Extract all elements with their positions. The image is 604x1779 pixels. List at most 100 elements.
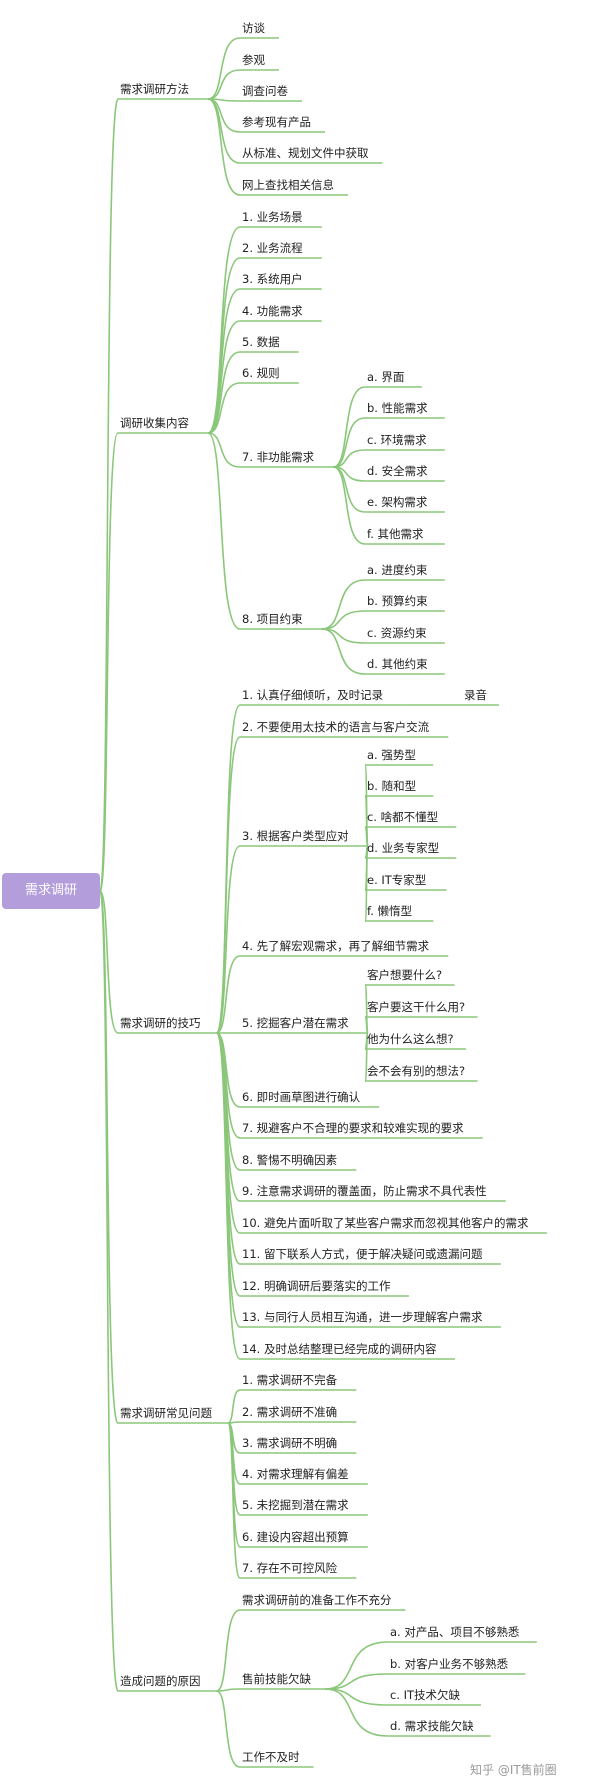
topic-node: 11. 留下联系人方式，便于解决疑问或遗漏问题 [242, 1247, 483, 1261]
topic-node: 5. 数据 [242, 335, 280, 349]
topic-node: 2. 需求调研不准确 [242, 1405, 338, 1419]
connector-line [216, 1609, 241, 1692]
topic-node: 2. 不要使用太技术的语言与客户交流 [242, 720, 430, 734]
connector-line [207, 382, 241, 434]
subtopic-node: b. 预算约束 [367, 594, 428, 608]
connector-line [333, 466, 366, 545]
branch-node: 需求调研方法 [120, 82, 189, 96]
topic-node: 8. 警惕不明确因素 [242, 1153, 338, 1167]
topic-node: 调查问卷 [242, 84, 288, 98]
connector-line [99, 432, 119, 892]
topic-node: 从标准、规划文件中获取 [242, 146, 369, 160]
topic-node: 2. 业务流程 [242, 241, 303, 255]
connector-line [333, 466, 366, 513]
subtopic-node: c. 啥都不懂型 [367, 810, 439, 824]
topic-node: 需求调研前的准备工作不充分 [242, 1593, 392, 1607]
connector-line [216, 1688, 241, 1692]
topic-node: 4. 功能需求 [242, 304, 303, 318]
subtopic-node: 会不会有别的想法? [367, 1064, 466, 1078]
connector-line [215, 845, 241, 1034]
topic-node: 10. 避免片面听取了某些客户需求而忽视其他客户的需求 [242, 1216, 529, 1230]
connector-line [333, 386, 366, 468]
topic-node: 9. 注意需求调研的覆盖面，防止需求不具代表性 [242, 1184, 487, 1198]
topic-node: 网上查找相关信息 [242, 178, 334, 192]
subtopic-node: c. IT技术欠缺 [390, 1688, 461, 1702]
connector-line [99, 890, 119, 1424]
topic-node: 参观 [242, 53, 265, 67]
subtopic-node: b. 随和型 [367, 779, 417, 793]
subtopic-node: e. 架构需求 [367, 495, 428, 509]
connector-line [216, 955, 241, 1034]
branch-node: 调研收集内容 [120, 416, 189, 430]
connector-line [207, 98, 241, 196]
subtopic-node: e. IT专家型 [367, 873, 427, 887]
connector-line [207, 69, 241, 100]
topic-node: 售前技能欠缺 [242, 1672, 311, 1686]
connector-line [207, 432, 241, 468]
topic-node: 工作不及时 [242, 1750, 300, 1764]
subtopic-node: d. 安全需求 [367, 464, 428, 478]
connector-line [207, 37, 241, 100]
subtopic-node: b. 对客户业务不够熟悉 [390, 1657, 509, 1671]
topic-node: 4. 先了解宏观需求，再了解细节需求 [242, 939, 430, 953]
topic-node: 6. 建设内容超出预算 [242, 1530, 349, 1544]
subtopic-node: b. 性能需求 [367, 401, 428, 415]
branch-node: 需求调研常见问题 [120, 1406, 212, 1420]
connector-line [207, 432, 241, 630]
connector-line [321, 579, 366, 630]
branch-node: 需求调研的技巧 [120, 1016, 201, 1030]
connector-line [321, 628, 366, 675]
connector-line [333, 417, 366, 468]
subtopic-node: a. 强势型 [367, 748, 416, 762]
topic-node: 7. 非功能需求 [242, 450, 315, 464]
connector-line [324, 1688, 389, 1737]
subtopic-node: c. 环境需求 [367, 433, 427, 447]
connector-line [324, 1688, 389, 1706]
connector-line [321, 610, 366, 630]
root-node: 需求调研 [2, 873, 100, 909]
topic-node: 7. 规避客户不合理的要求和较难实现的要求 [242, 1121, 464, 1135]
topic-node: 6. 即时画草图进行确认 [242, 1090, 361, 1104]
subtopic-node: 他为什么这么想? [367, 1032, 454, 1046]
connector-line [99, 98, 119, 892]
connector-line [364, 1032, 369, 1082]
connector-line [207, 98, 241, 133]
subtopic-node: 客户要这干什么用? [367, 1000, 466, 1014]
connector-line [227, 1422, 241, 1579]
topic-node: 参考现有产品 [242, 115, 311, 129]
subtopic-node: a. 界面 [367, 370, 405, 384]
topic-node: 12. 明确调研后要落实的工作 [242, 1279, 391, 1293]
connector-line [227, 1389, 241, 1424]
topic-node: 13. 与同行人员相互沟通，进一步理解客户需求 [242, 1310, 483, 1324]
topic-node: 3. 系统用户 [242, 272, 303, 286]
topic-node: 5. 挖掘客户潜在需求 [242, 1016, 349, 1030]
topic-node: 1. 认真仔细倾听，及时记录 [242, 688, 384, 702]
subtopic-node: d. 其他约束 [367, 657, 428, 671]
connector-line [215, 736, 241, 1034]
topic-node: 7. 存在不可控风险 [242, 1561, 338, 1575]
topic-node: 14. 及时总结整理已经完成的调研内容 [242, 1342, 437, 1356]
topic-node: 3. 需求调研不明确 [242, 1436, 338, 1450]
connector-line [324, 1673, 389, 1690]
connector-line [216, 1690, 241, 1768]
connector-line [99, 890, 119, 1692]
subtopic-node: d. 业务专家型 [367, 841, 440, 855]
topic-node: 6. 规则 [242, 366, 280, 380]
connector-line [207, 351, 241, 434]
connector-line [99, 890, 119, 1034]
subtopic-node: d. 需求技能欠缺 [390, 1719, 474, 1733]
topic-node: 1. 需求调研不完备 [242, 1373, 338, 1387]
watermark: 知乎 @IT售前圈 [470, 1763, 557, 1777]
subtopic-node: c. 资源约束 [367, 626, 427, 640]
connector-line [215, 1032, 241, 1360]
topic-node: 访谈 [242, 21, 265, 35]
subtopic-node: f. 懒惰型 [367, 904, 413, 918]
connector-line [324, 1641, 389, 1690]
subtopic-node: 客户想要什么? [367, 968, 443, 982]
topic-node: 1. 业务场景 [242, 210, 303, 224]
topic-node: 5. 未挖掘到潜在需求 [242, 1498, 349, 1512]
topic-node: 8. 项目约束 [242, 612, 303, 626]
connector-line [364, 845, 369, 922]
topic-node: 3. 根据客户类型应对 [242, 829, 349, 843]
